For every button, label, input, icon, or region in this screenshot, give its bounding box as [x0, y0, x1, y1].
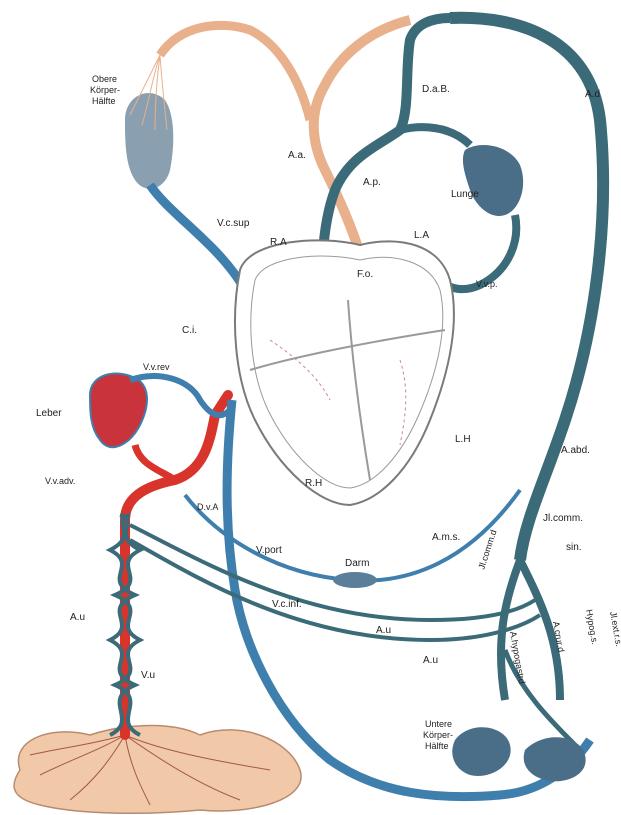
label-vvp: V.v.p. — [476, 279, 498, 289]
label-vcsup: V.c.sup — [217, 218, 250, 229]
label-vvadv: V.v.adv. — [45, 476, 75, 486]
label-halfte-top: Hälfte — [92, 96, 116, 106]
label-ams: A.m.s. — [432, 532, 460, 543]
label-halfte-bottom: Hälfte — [425, 741, 449, 751]
label-la: L.A — [414, 230, 429, 241]
label-lh: L.H — [455, 434, 471, 445]
label-ci: C.i. — [182, 325, 197, 336]
label-ra: R.A — [270, 237, 287, 248]
ductus-arteriosus-botalli — [400, 127, 470, 145]
lower-body-capillaries-left — [452, 727, 510, 776]
label-aabd: A.abd. — [561, 445, 590, 456]
vena-advehens — [135, 445, 175, 480]
label-lunge: Lunge — [451, 189, 479, 200]
label-vport: V.port — [256, 545, 282, 556]
aortic-arch-to-upper-body — [160, 25, 310, 120]
vena-cava-superior — [150, 185, 245, 290]
label-obere: Obere — [92, 74, 117, 84]
label-dva: D.v.A — [197, 502, 218, 512]
label-vu: V.u — [141, 670, 155, 681]
label-ahypog: A.hypogastrd — [508, 631, 527, 685]
label-aa: A.a. — [288, 150, 306, 161]
label-sin: sin. — [566, 542, 582, 553]
placenta — [14, 726, 301, 814]
label-korper-bottom: Körper- — [423, 730, 453, 740]
label-dab: D.a.B. — [422, 84, 450, 95]
label-au-left: A.u — [70, 612, 85, 623]
label-vvrev: V.v.rev — [143, 362, 170, 372]
label-jlextr: Jl.ext.r.s. — [608, 611, 621, 648]
label-untere: Untere — [425, 719, 452, 729]
label-fo: F.o. — [357, 269, 373, 280]
lunge — [463, 145, 523, 216]
label-rh: R.H — [305, 478, 322, 489]
liver — [90, 373, 147, 447]
label-hypogs: Hypog.s. — [584, 609, 600, 646]
heart-outline — [235, 240, 454, 505]
label-au-mid1: A.u — [376, 625, 391, 636]
label-ad: A.d — [585, 89, 600, 100]
lower-body-capillaries-right — [524, 737, 586, 781]
label-au-mid2: A.u — [423, 655, 438, 666]
label-ap: A.p. — [363, 177, 381, 188]
label-korper-top: Körper- — [90, 85, 120, 95]
label-jlcomm-sin: Jl.comm. — [543, 513, 583, 524]
upper-body-capillaries — [125, 93, 173, 189]
darm-capillary-bed — [333, 572, 377, 588]
label-darm: Darm — [345, 558, 369, 569]
label-vcinf: V.c.inf. — [272, 599, 302, 610]
label-leber: Leber — [36, 408, 62, 419]
